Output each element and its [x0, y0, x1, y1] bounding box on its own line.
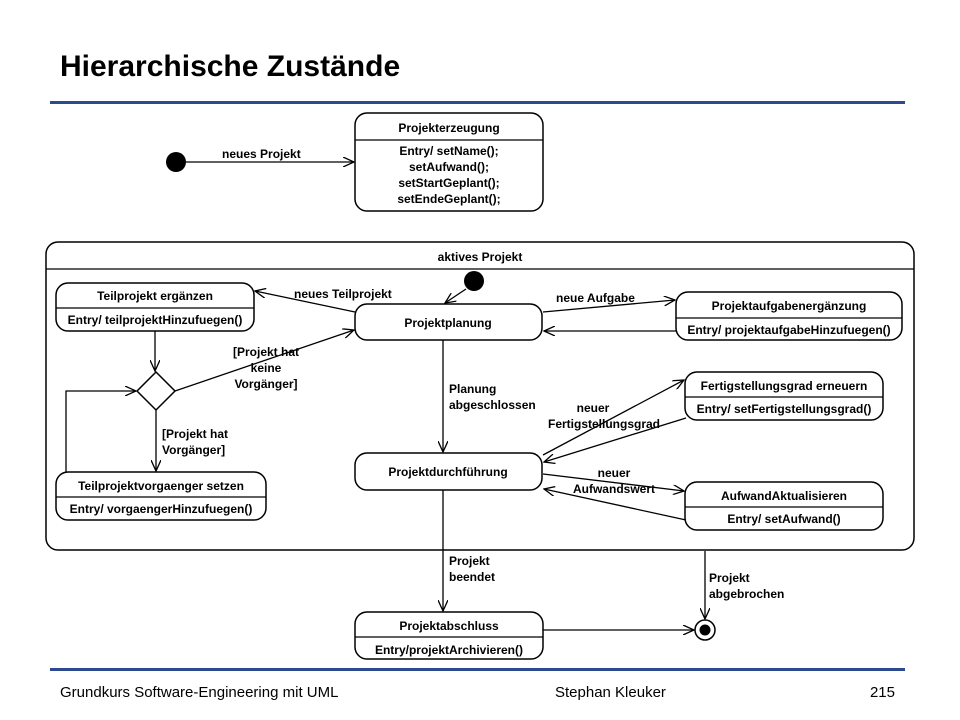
transition-neues-teilprojekt — [255, 291, 356, 313]
state-name: aktives Projekt — [438, 250, 523, 264]
svg-text:[Projekt hat: [Projekt hat — [233, 345, 299, 359]
state-projekterzeugung: Projekterzeugung Entry/ setName(); setAu… — [354, 112, 544, 212]
transition-neuer-aufwandswert — [542, 473, 684, 491]
state-name: AufwandAktualisieren — [721, 489, 847, 503]
svg-text:beendet: beendet — [449, 570, 495, 584]
state-action: Entry/ teilprojektHinzufuegen() — [68, 313, 243, 327]
label-projekt-abgebrochen: Projekt abgebrochen — [709, 571, 784, 601]
slide-title: Hierarchische Zustände — [60, 50, 401, 83]
label-neues-teilprojekt: neues Teilprojekt — [294, 287, 392, 301]
state-name: Fertigstellungsgrad erneuern — [701, 379, 868, 393]
label-neue-aufgabe: neue Aufgabe — [556, 291, 635, 305]
state-projektdurchfuehrung: Projektdurchführung — [354, 452, 543, 491]
svg-text:Aufwandswert: Aufwandswert — [573, 482, 655, 496]
state-action: setAufwand(); — [409, 160, 489, 174]
state-action: setStartGeplant(); — [398, 176, 499, 190]
state-teilprojekt-ergaenzen: Teilprojekt ergänzen Entry/ teilprojektH… — [55, 282, 255, 332]
state-aufwand-aktualisieren: AufwandAktualisieren Entry/ setAufwand() — [684, 481, 884, 531]
svg-text:neuer: neuer — [598, 466, 631, 480]
label-neues-projekt: neues Projekt — [222, 147, 301, 161]
svg-text:Projekt: Projekt — [709, 571, 750, 585]
state-projektaufgabenergaenzung: Projektaufgabenergänzung Entry/ projekta… — [675, 291, 903, 341]
state-action: setEndeGeplant(); — [397, 192, 500, 206]
transition-keine-vorgaenger — [174, 330, 354, 392]
svg-text:abgeschlossen: abgeschlossen — [449, 398, 536, 412]
state-name: Projektabschluss — [399, 619, 499, 633]
svg-text:Planung: Planung — [449, 382, 496, 396]
final-state — [694, 619, 716, 641]
state-name: Projektdurchführung — [388, 465, 507, 479]
svg-text:neuer: neuer — [577, 401, 610, 415]
transition-neuer-fertigstellungsgrad — [542, 380, 684, 456]
transition-vorgaenger-loop — [65, 391, 136, 472]
svg-text:Vorgänger]: Vorgänger] — [234, 377, 297, 391]
svg-text:Vorgänger]: Vorgänger] — [162, 443, 225, 457]
svg-text:keine: keine — [251, 361, 282, 375]
svg-text:Fertigstellungsgrad: Fertigstellungsgrad — [548, 417, 660, 431]
state-fertigstellungsgrad: Fertigstellungsgrad erneuern Entry/ setF… — [684, 371, 884, 421]
transition-fertigstellung-zurueck — [544, 417, 687, 462]
svg-text:[Projekt hat: [Projekt hat — [162, 427, 228, 441]
label-projekt-beendet: Projekt beendet — [449, 554, 495, 584]
state-action: Entry/projektArchivieren() — [375, 643, 523, 657]
state-name: Teilprojektvorgaenger setzen — [78, 479, 244, 493]
state-name: Teilprojekt ergänzen — [97, 289, 213, 303]
label-planung-abgeschlossen: Planung abgeschlossen — [449, 382, 536, 412]
state-action: Entry/ setName(); — [399, 144, 498, 158]
footer-course-title: Grundkurs Software-Engineering mit UML — [60, 684, 339, 701]
label-neuer-fertigstellungsgrad: neuer Fertigstellungsgrad — [548, 401, 660, 431]
footer-author: Stephan Kleuker — [555, 684, 666, 701]
state-projektabschluss: Projektabschluss Entry/projektArchiviere… — [354, 611, 544, 660]
initial-state-inner — [464, 271, 484, 291]
state-action: Entry/ projektaufgabeHinzufuegen() — [687, 323, 890, 337]
transition-initial-planung — [445, 288, 467, 303]
svg-text:abgebrochen: abgebrochen — [709, 587, 784, 601]
state-projektplanung: Projektplanung — [354, 303, 543, 341]
state-action: Entry/ setFertigstellungsgrad() — [697, 402, 872, 416]
transition-neue-aufgabe — [542, 300, 675, 313]
initial-state — [166, 152, 186, 172]
label-hat-vorgaenger: [Projekt hat Vorgänger] — [162, 427, 228, 457]
state-name: Projekterzeugung — [398, 121, 499, 135]
state-action: Entry/ vorgaengerHinzufuegen() — [70, 502, 253, 516]
page-number: 215 — [869, 684, 895, 701]
transition-aufwand-zurueck — [544, 489, 687, 521]
label-keine-vorgaenger: [Projekt hat keine Vorgänger] — [233, 345, 299, 391]
title-underline — [50, 101, 905, 104]
footer-rule — [50, 668, 905, 671]
svg-text:Projekt: Projekt — [449, 554, 490, 568]
state-teilprojektvorgaenger: Teilprojektvorgaenger setzen Entry/ vorg… — [55, 471, 267, 521]
state-name: Projektplanung — [404, 316, 491, 330]
state-name: Projektaufgabenergänzung — [712, 299, 867, 313]
state-action: Entry/ setAufwand() — [727, 512, 840, 526]
label-neuer-aufwandswert: neuer Aufwandswert — [573, 466, 655, 496]
